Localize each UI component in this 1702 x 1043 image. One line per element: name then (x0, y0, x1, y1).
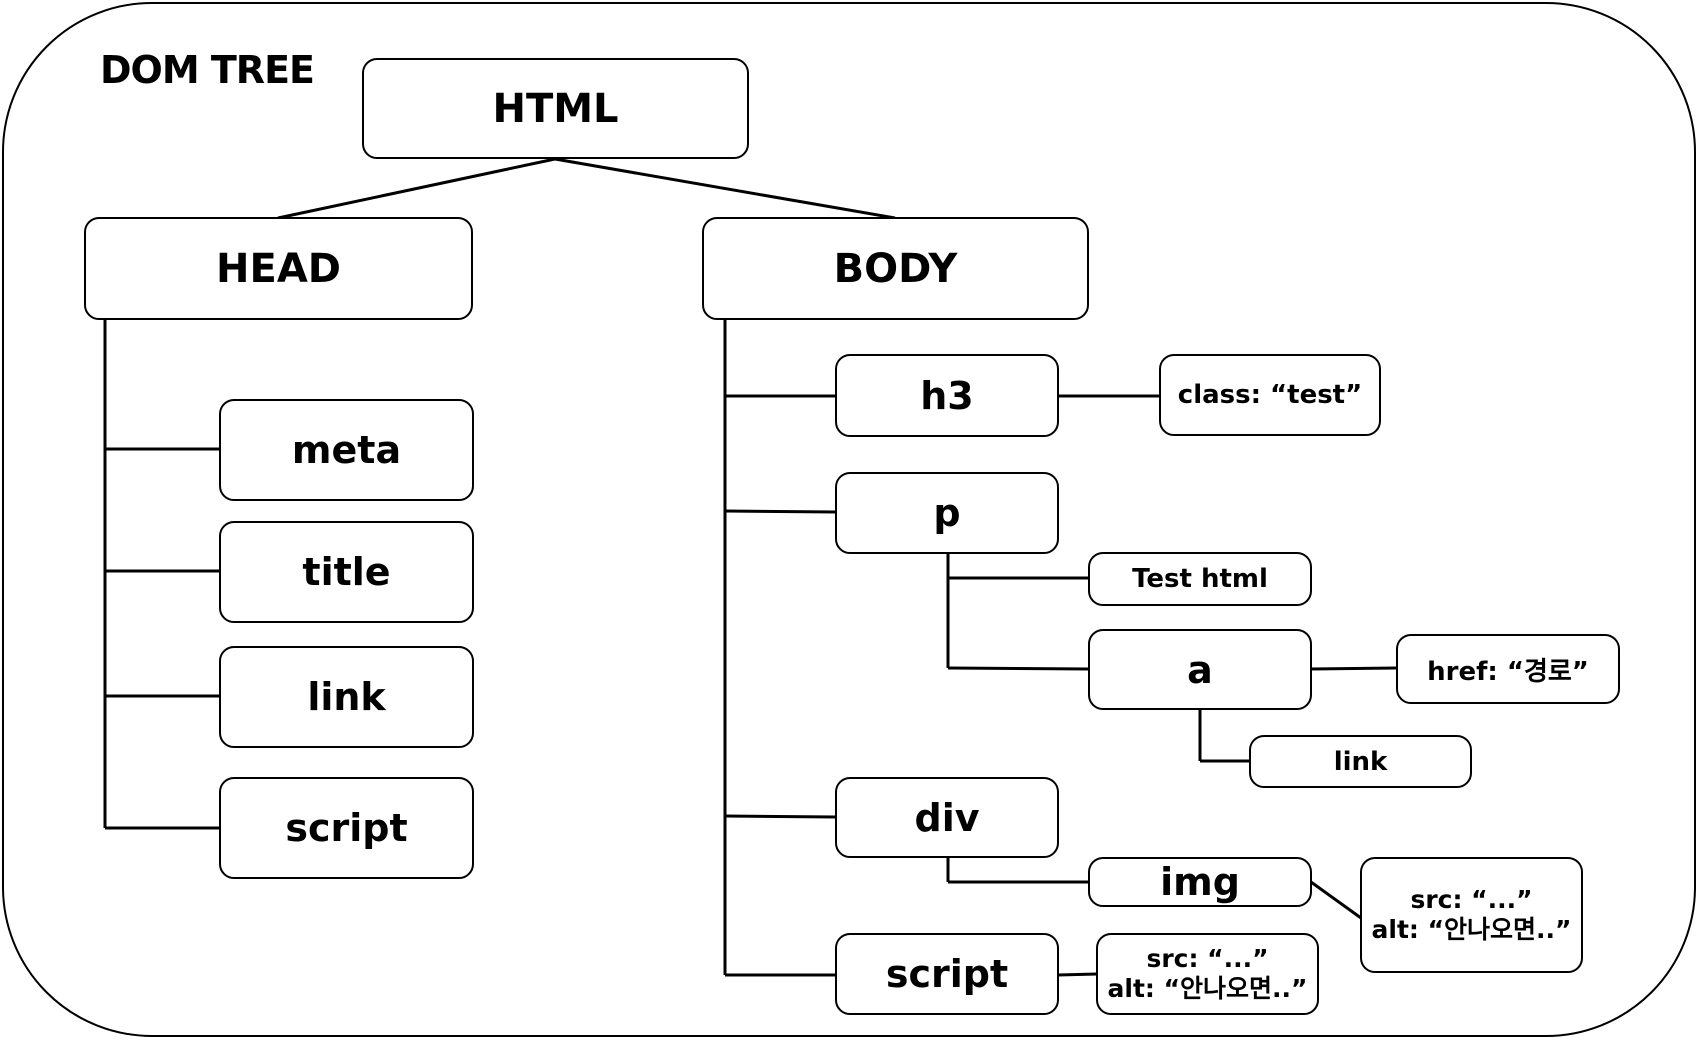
img-attr-alt: alt: “안나오면..” (1371, 915, 1572, 944)
node-body: BODY (702, 217, 1089, 320)
node-h3-attr: class: “test” (1159, 354, 1381, 436)
edge-body-p (724, 509, 837, 514)
script-attr-src: src: “...” (1146, 944, 1269, 973)
edge-script-attr (1057, 972, 1098, 977)
node-head: HEAD (84, 217, 473, 320)
img-attr-src: src: “...” (1410, 885, 1533, 914)
node-title: title (219, 521, 474, 623)
node-a: a (1088, 629, 1312, 710)
node-link: link (219, 646, 474, 748)
node-html: HTML (362, 58, 749, 159)
edge-html-body (554, 157, 896, 220)
node-body-script: script (835, 933, 1059, 1015)
edge-p-a (947, 666, 1090, 671)
node-img: img (1088, 857, 1312, 907)
edge-body-div (724, 814, 837, 819)
edge-html-head (277, 157, 556, 220)
node-img-attrs: src: “...” alt: “안나오면..” (1360, 857, 1583, 973)
edge-a-attr (1310, 666, 1398, 671)
node-script-attrs: src: “...” alt: “안나오면..” (1096, 933, 1319, 1015)
node-head-script: script (219, 777, 474, 879)
edge-img-attr (1310, 880, 1362, 920)
node-a-text: link (1249, 735, 1472, 788)
diagram-title: DOM TREE (100, 48, 315, 92)
script-attr-alt: alt: “안나오면..” (1107, 974, 1308, 1003)
node-a-attr: href: “경로” (1396, 634, 1620, 704)
node-p-text: Test html (1088, 552, 1312, 606)
node-div: div (835, 777, 1059, 858)
node-p: p (835, 472, 1059, 554)
node-h3: h3 (835, 354, 1059, 437)
node-meta: meta (219, 399, 474, 501)
